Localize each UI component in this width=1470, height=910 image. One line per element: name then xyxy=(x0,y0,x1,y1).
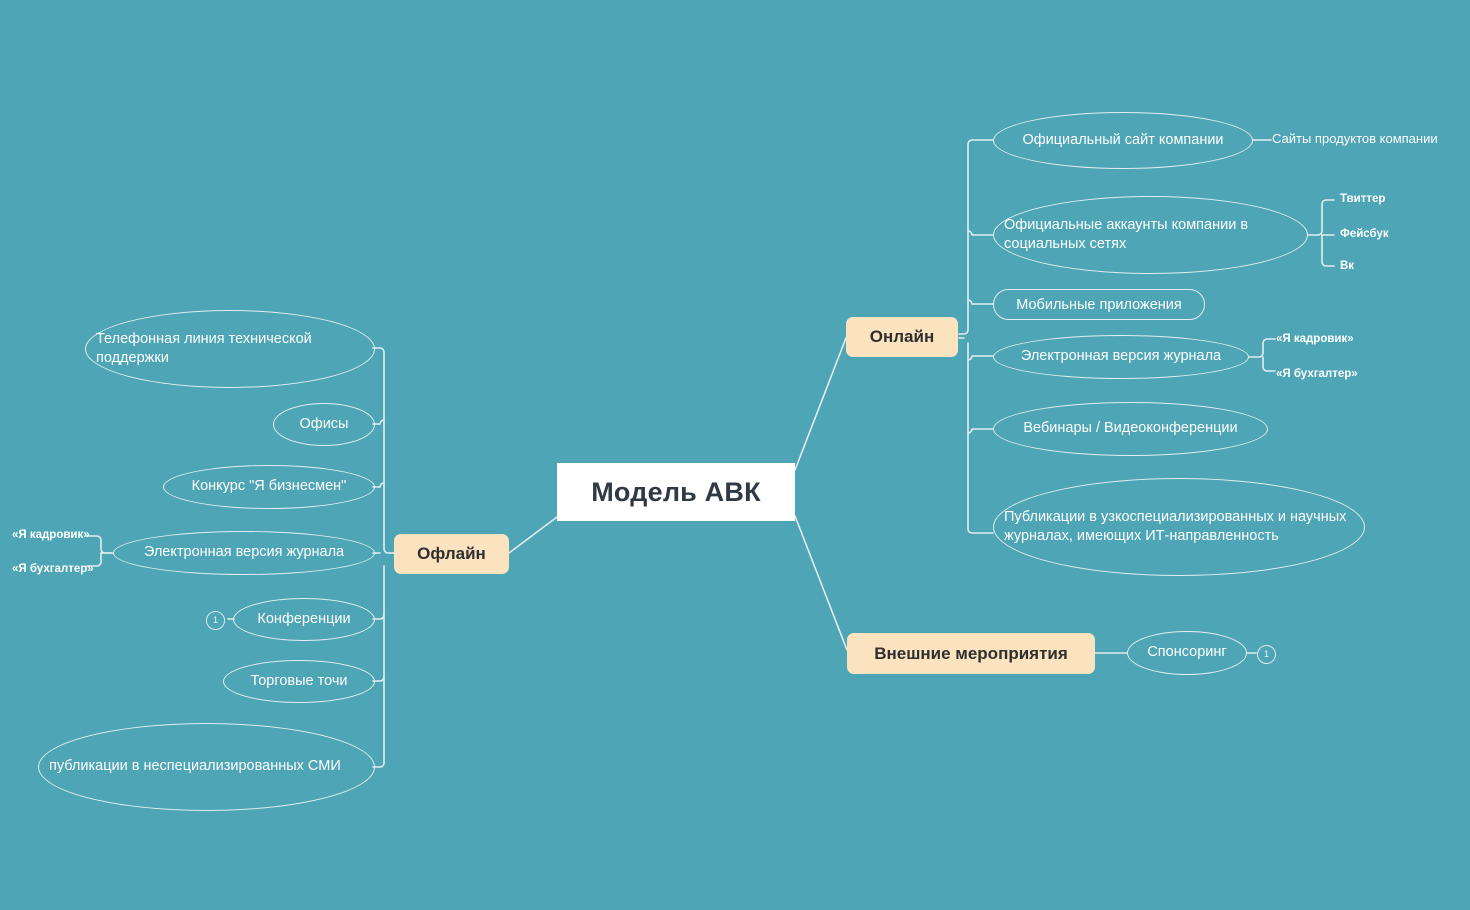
node-offline-contest[interactable]: Конкурс "Я бизнесмен" xyxy=(163,465,375,509)
root-node[interactable]: Модель АВК xyxy=(557,463,795,521)
branch-online-label: Онлайн xyxy=(869,327,935,346)
leaf-online-emagazine-buhgalter[interactable]: «Я бухгалтер» xyxy=(1276,368,1358,380)
leaf-online-emagazine-kadrovik[interactable]: «Я кадровик» xyxy=(1276,333,1354,345)
branch-offline-label: Офлайн xyxy=(417,544,486,563)
node-online-social-accounts[interactable]: Официальные аккаунты компании в социальн… xyxy=(993,196,1308,274)
leaf-online-product-sites-label: Сайты продуктов компании xyxy=(1272,131,1438,146)
marker-offline-conferences: 1 xyxy=(206,611,225,630)
node-offline-retail-points[interactable]: Торговые точи xyxy=(223,660,375,703)
node-offline-contest-label: Конкурс "Я бизнесмен" xyxy=(191,478,347,495)
node-offline-nonspecialized-media-label: публикации в неспециализированных СМИ xyxy=(49,758,341,775)
node-offline-emagazine[interactable]: Электронная версия журнала xyxy=(113,531,375,575)
node-online-webinars-label: Вебинары / Видеоконференции xyxy=(1023,420,1238,437)
node-offline-emagazine-label: Электронная версия журнала xyxy=(143,544,345,561)
node-offline-offices-label: Офисы xyxy=(299,415,349,432)
node-offline-nonspecialized-media[interactable]: публикации в неспециализированных СМИ xyxy=(38,723,375,811)
node-offline-tech-support[interactable]: Телефонная линия технической поддержки xyxy=(85,310,375,388)
node-online-social-accounts-label: Официальные аккаунты компании в социальн… xyxy=(1004,216,1249,252)
branch-external-events[interactable]: Внешние мероприятия xyxy=(847,633,1095,674)
node-online-official-site[interactable]: Официальный сайт компании xyxy=(993,112,1253,169)
marker-external-sponsoring: 1 xyxy=(1257,645,1276,664)
branch-external-events-label: Внешние мероприятия xyxy=(874,643,1068,663)
leaf-offline-emagazine-buhgalter-label: «Я бухгалтер» xyxy=(12,563,94,575)
node-offline-retail-points-label: Торговые точи xyxy=(250,672,348,689)
leaf-online-emagazine-kadrovik-label: «Я кадровик» xyxy=(1276,333,1354,345)
node-online-emagazine-label: Электронная версия журнала xyxy=(1020,348,1222,365)
node-external-sponsoring[interactable]: Спонсоринг xyxy=(1127,631,1247,675)
marker-offline-conferences-value: 1 xyxy=(212,615,218,625)
branch-offline[interactable]: Офлайн xyxy=(394,534,509,574)
marker-external-sponsoring-value: 1 xyxy=(1263,649,1269,659)
leaf-online-facebook-label: Фейсбук xyxy=(1340,228,1389,240)
node-online-mobile-apps[interactable]: Мобильные приложения xyxy=(993,289,1205,320)
leaf-online-twitter[interactable]: Твиттер xyxy=(1340,193,1385,205)
node-offline-conferences[interactable]: Конференции xyxy=(233,598,375,641)
node-online-official-site-label: Официальный сайт компании xyxy=(1022,131,1224,148)
node-external-sponsoring-label: Спонсоринг xyxy=(1147,644,1227,661)
leaf-online-vk[interactable]: Вк xyxy=(1340,260,1354,272)
leaf-online-twitter-label: Твиттер xyxy=(1340,193,1386,205)
node-offline-conferences-label: Конференции xyxy=(257,610,351,627)
node-online-scientific-publications-label: Публикации в узкоспециализированных и на… xyxy=(1004,508,1347,544)
node-online-mobile-apps-label: Мобильные приложения xyxy=(1016,296,1182,313)
node-online-scientific-publications[interactable]: Публикации в узкоспециализированных и на… xyxy=(993,478,1365,576)
leaf-offline-emagazine-kadrovik[interactable]: «Я кадровик» xyxy=(12,529,90,541)
node-offline-offices[interactable]: Офисы xyxy=(273,403,375,446)
leaf-online-product-sites[interactable]: Сайты продуктов компании xyxy=(1272,131,1438,146)
node-online-webinars[interactable]: Вебинары / Видеоконференции xyxy=(993,402,1268,456)
leaf-online-vk-label: Вк xyxy=(1340,260,1355,272)
leaf-offline-emagazine-kadrovik-label: «Я кадровик» xyxy=(12,529,90,541)
leaf-online-emagazine-buhgalter-label: «Я бухгалтер» xyxy=(1276,368,1358,380)
node-offline-tech-support-label: Телефонная линия технической поддержки xyxy=(96,330,312,366)
leaf-offline-emagazine-buhgalter[interactable]: «Я бухгалтер» xyxy=(12,563,94,575)
root-node-label: Модель АВК xyxy=(591,476,761,507)
node-online-emagazine[interactable]: Электронная версия журнала xyxy=(993,335,1249,379)
leaf-online-facebook[interactable]: Фейсбук xyxy=(1340,228,1389,240)
branch-online[interactable]: Онлайн xyxy=(846,317,958,357)
